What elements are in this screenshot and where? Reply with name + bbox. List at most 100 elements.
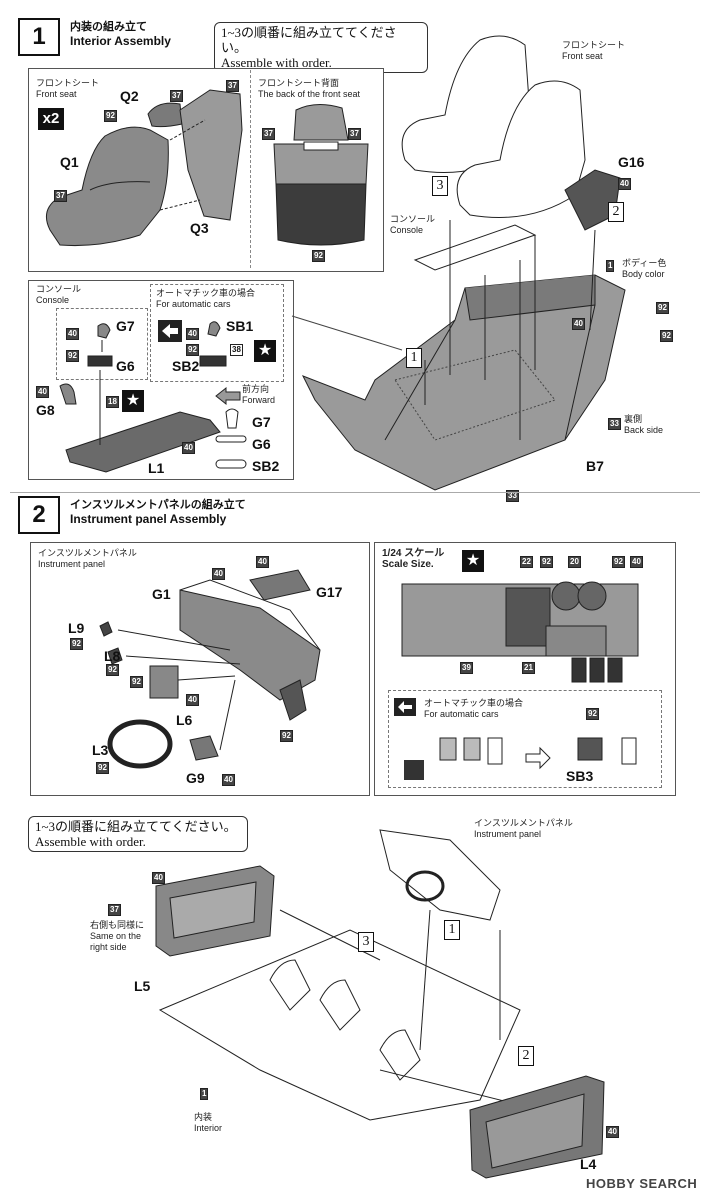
color-tag: 40 [256, 556, 269, 568]
step-1-title-ja: 内装の組み立て [70, 21, 147, 33]
interior-label-ja: 内装 [194, 1112, 213, 1122]
step-2-title-ja: インスツルメントパネルの組み立て [70, 499, 246, 511]
color-tag: 92 [106, 664, 119, 676]
order-mark-2: 2 [608, 202, 624, 222]
color-tag: 39 [460, 662, 473, 674]
color-tag: 40 [630, 556, 643, 568]
star-icon: ★ [254, 340, 276, 362]
instrument-panel-label-ja: インスツルメントパネル [38, 548, 137, 558]
back-side-label: 裏側 Back side [624, 414, 663, 436]
color-tag: 92 [66, 350, 79, 362]
part-q2: Q2 [120, 88, 139, 104]
scale-label: 1/24 スケール Scale Size. [382, 548, 444, 570]
part-sb2: SB2 [172, 358, 200, 374]
color-tag: 22 [520, 556, 533, 568]
color-tag: 40 [606, 1126, 619, 1138]
part-g6: G6 [116, 358, 135, 374]
part-g9: G9 [186, 770, 205, 786]
color-tag: 38 [230, 344, 243, 356]
front-seat-drawing [45, 89, 243, 247]
color-tag: 40 [182, 442, 195, 454]
color-tag: 92 [104, 110, 117, 122]
seat-back-label: フロントシート背面 The back of the front seat [258, 78, 360, 100]
front-seat-label: フロントシート Front seat [36, 78, 99, 100]
color-tag: 18 [106, 396, 119, 408]
order-mark-1b: 1 [444, 920, 460, 940]
instrument-panel-label-3-ja: インスツルメントパネル [474, 818, 573, 828]
order-mark-2b: 2 [518, 1046, 534, 1066]
seat-back-label-en: The back of the front seat [258, 89, 361, 99]
order-note-bottom-ja: 1~3の順番に組み立ててください。 [35, 819, 237, 834]
color-tag: 40 [186, 694, 199, 706]
back-side-label-en: Back side [624, 425, 664, 435]
part-g7-ref: G7 [252, 414, 271, 430]
part-l1: L1 [148, 460, 165, 476]
console-label: コンソール Console [390, 214, 435, 236]
auto-label-ja: オートマチック車の場合 [156, 288, 256, 298]
front-seat-right-label-en: Front seat [562, 51, 603, 61]
color-tag: 92 [660, 330, 673, 342]
front-seat-right-label: フロントシート Front seat [562, 40, 625, 62]
instrument-panel-label-3: インスツルメントパネル Instrument panel [474, 818, 573, 840]
step-2-title: インスツルメントパネルの組み立て Instrument panel Assemb… [70, 498, 246, 526]
seat-back-drawing [273, 104, 369, 246]
part-l3: L3 [92, 742, 109, 758]
order-note-top-en: Assemble with order. [221, 55, 332, 70]
watermark: HOBBY SEARCH [586, 1176, 698, 1191]
console-sub-label-en: Console [36, 295, 70, 305]
interior-exploded-drawing [301, 35, 626, 491]
step-2-title-en: Instrument panel Assembly [70, 512, 227, 526]
part-g8: G8 [36, 402, 55, 418]
color-tag: 37 [348, 128, 361, 140]
right-door-panel [469, 1075, 605, 1179]
star-icon: ★ [462, 550, 484, 572]
part-l6: L6 [176, 712, 193, 728]
color-tag: 92 [96, 762, 109, 774]
callout-line [291, 315, 403, 351]
step-1-title-en: Interior Assembly [70, 34, 171, 48]
console-sub-label: コンソール Console [36, 284, 81, 306]
part-b7: B7 [586, 458, 604, 474]
instrument-panel-drawing [99, 569, 321, 769]
part-l5: L5 [134, 978, 151, 994]
order-note-bottom-en: Assemble with order. [35, 834, 146, 849]
forward-label-ja: 前方向 [242, 384, 270, 394]
color-tag: 40 [572, 318, 585, 330]
color-tag: 33 [608, 418, 621, 430]
front-seat-label-en: Front seat [36, 89, 77, 99]
instrument-panel-label-en: Instrument panel [38, 559, 106, 569]
interior-label: 内装 Interior [194, 1112, 222, 1134]
color-tag: 37 [226, 80, 239, 92]
color-tag: 92 [312, 250, 325, 262]
step-1-number: 1 [18, 18, 60, 56]
color-tag: 40 [222, 774, 235, 786]
instrument-panel-label: インスツルメントパネル Instrument panel [38, 548, 137, 570]
front-seat-right-label-ja: フロントシート [562, 40, 626, 50]
color-tag: 40 [618, 178, 631, 190]
instrument-panel-label-3-en: Instrument panel [474, 829, 542, 839]
color-tag: 40 [186, 328, 199, 340]
auto-label: オートマチック車の場合 For automatic cars [156, 288, 255, 310]
panel-divider [250, 70, 251, 268]
color-tag: 37 [108, 904, 121, 916]
pedal-drawing [404, 737, 637, 780]
part-q1: Q1 [60, 154, 79, 170]
color-tag: 92 [70, 638, 83, 650]
interior-tag: 1 [200, 1088, 209, 1100]
auto-pedal-box [388, 690, 662, 788]
auto-label-en: For automatic cars [156, 299, 231, 309]
part-g16: G16 [618, 154, 645, 170]
forward-label: 前方向 Forward [242, 384, 275, 406]
part-sb2-ref: SB2 [252, 458, 280, 474]
left-door-panel [155, 865, 275, 957]
same-right-label-en2: right side [90, 942, 127, 952]
color-tag: 92 [586, 708, 599, 720]
same-right-label-ja: 右側も同様に [90, 920, 145, 930]
dashboard-front-drawing [401, 581, 639, 683]
order-mark-3: 3 [432, 176, 448, 196]
front-seat-label-ja: フロントシート [36, 78, 100, 88]
part-g6-ref: G6 [252, 436, 271, 452]
color-tag: 37 [54, 190, 67, 202]
forward-label-en: Forward [242, 395, 276, 405]
color-tag: 40 [212, 568, 225, 580]
